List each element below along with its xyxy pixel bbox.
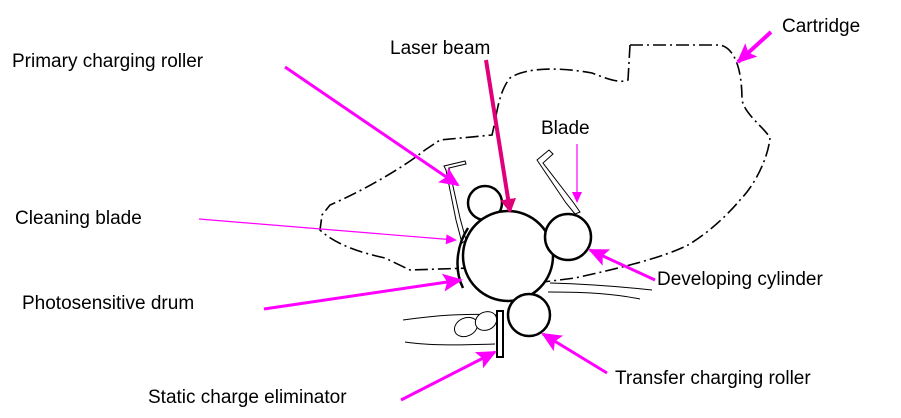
paper-path-upper (549, 282, 653, 291)
label-cleaning-blade: Cleaning blade (15, 208, 142, 229)
static-charge-eliminator (496, 310, 504, 358)
label-transfer-charging-roller: Transfer charging roller (615, 368, 811, 389)
paper-path-lower (547, 291, 641, 300)
transfer-charging-roller-arrow (541, 332, 608, 375)
label-photosensitive-drum: Photosensitive drum (22, 293, 195, 314)
developing-cylinder (543, 212, 593, 262)
label-primary-charging-roller: Primary charging roller (12, 51, 204, 72)
primary-charging-roller-arrow (284, 65, 460, 187)
feed-line-lower (404, 341, 496, 346)
cartridge-outline (319, 44, 771, 283)
cartridge-arrow (736, 30, 773, 64)
developing-cylinder-arrow (588, 248, 656, 282)
developer-blade (536, 149, 581, 215)
cleaning-blade (443, 160, 467, 244)
label-blade: Blade (541, 118, 590, 139)
cleaning-blade-pointer (198, 218, 457, 245)
label-laser-beam: Laser beam (390, 38, 491, 59)
label-cartridge: Cartridge (782, 16, 861, 37)
label-developing-cylinder: Developing cylinder (657, 269, 823, 290)
photosensitive-drum (461, 209, 555, 303)
label-static-charge-eliminator: Static charge eliminator (148, 387, 347, 408)
photosensitive-drum-arrow (263, 273, 463, 311)
laser-beam-arrow (484, 59, 517, 213)
feed-roller-right (474, 311, 498, 331)
transfer-charging-roller (506, 292, 552, 338)
static-charge-eliminator-arrow (400, 350, 497, 402)
